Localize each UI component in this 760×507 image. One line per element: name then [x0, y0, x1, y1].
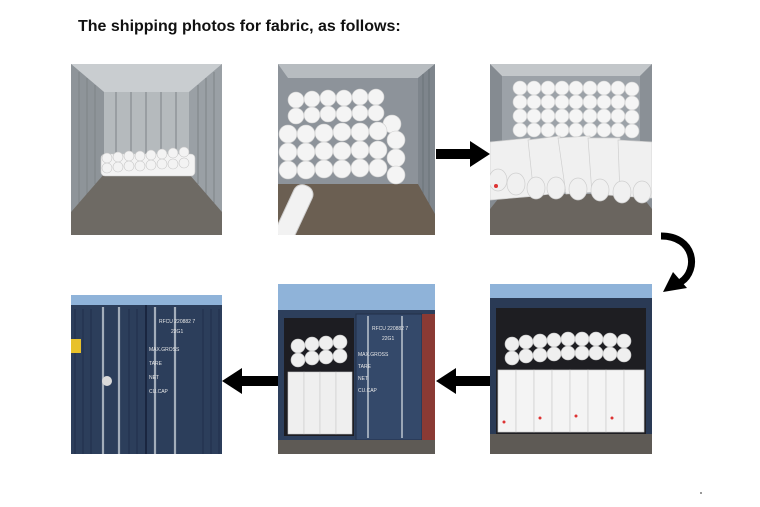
svg-text:22G1: 22G1 — [171, 329, 183, 335]
svg-text:MAX.GROSS: MAX.GROSS — [358, 352, 389, 358]
arrow-left-icon — [436, 366, 490, 396]
stray-dot — [700, 492, 702, 494]
svg-text:TARE: TARE — [149, 361, 163, 367]
photo-container-doors-closed: RFCU 220882 7 22G1 MAX.GROSS TARE NET CU… — [71, 295, 222, 454]
photo-half-loaded-container — [278, 64, 435, 235]
arrow-right-icon — [436, 139, 490, 169]
svg-text:NET: NET — [149, 375, 159, 381]
svg-text:22G1: 22G1 — [382, 336, 394, 342]
page-title: The shipping photos for fabric, as follo… — [78, 18, 401, 35]
svg-text:TARE: TARE — [358, 364, 372, 370]
arrow-left-icon — [222, 366, 278, 396]
photo-empty-container — [71, 64, 222, 235]
svg-text:CU.CAP: CU.CAP — [358, 388, 378, 394]
photo-full-container-rolls — [490, 64, 652, 235]
arrow-curve-down-icon — [655, 230, 703, 300]
photo-container-doors-half-closed: RFCU 220882 7 22G1 MAX.GROSS TARE NET CU… — [278, 284, 435, 454]
svg-text:RFCU 220882 7: RFCU 220882 7 — [372, 326, 408, 332]
photo-loaded-container-open — [490, 284, 652, 454]
svg-text:CU.CAP: CU.CAP — [149, 389, 169, 395]
svg-text:MAX.GROSS: MAX.GROSS — [149, 347, 180, 353]
svg-text:NET: NET — [358, 376, 368, 382]
svg-text:RFCU 220882 7: RFCU 220882 7 — [159, 319, 195, 325]
